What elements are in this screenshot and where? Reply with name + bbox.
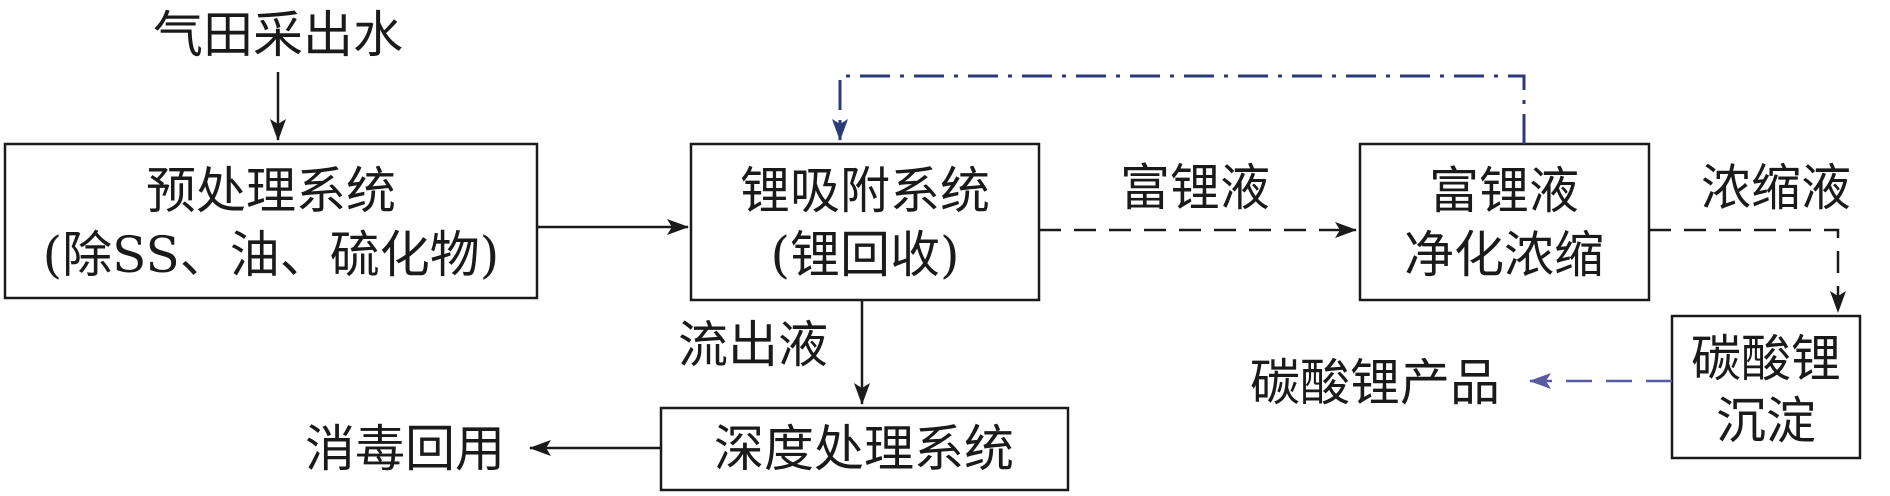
pretreatment-title: 预处理系统 [146,162,396,220]
concentrate-label: 浓缩液 [1701,159,1851,217]
purification-subtitle: 净化浓缩 [1404,226,1604,284]
precipitation-box [1670,314,1862,460]
deep-treatment-node: 深度处理系统 [659,406,1070,492]
adsorption-subtitle: (锂回收) [770,226,959,284]
precipitation-title: 碳酸锂 [1691,330,1841,388]
deep-treatment-title: 深度处理系统 [714,420,1014,478]
precipitation-node: 碳酸锂 沉淀 [1670,314,1862,460]
rich-lithium-label: 富锂液 [1120,159,1270,217]
recycle-line [832,74,1526,144]
purification-box [1358,142,1651,302]
pretreatment-box [3,142,539,300]
adsorption-title: 锂吸附系统 [740,162,990,220]
adsorption-box [689,142,1041,302]
purification-title: 富锂液 [1429,162,1579,220]
reuse-label: 消毒回用 [305,420,505,478]
source-label: 气田采出水 [153,6,403,64]
effluent-label: 流出液 [678,316,828,374]
precipitation-subtitle: 沉淀 [1716,392,1816,450]
pretreatment-subtitle: (除SS、油、硫化物) [43,226,500,284]
purification-to-precipitation-arrow [1649,228,1846,313]
product-label: 碳酸锂产品 [1250,354,1500,412]
purification-node: 富锂液 净化浓缩 [1358,142,1651,302]
pretreatment-node: 预处理系统 (除SS、油、硫化物) [3,142,539,300]
adsorption-node: 锂吸附系统 (锂回收) [689,142,1041,302]
